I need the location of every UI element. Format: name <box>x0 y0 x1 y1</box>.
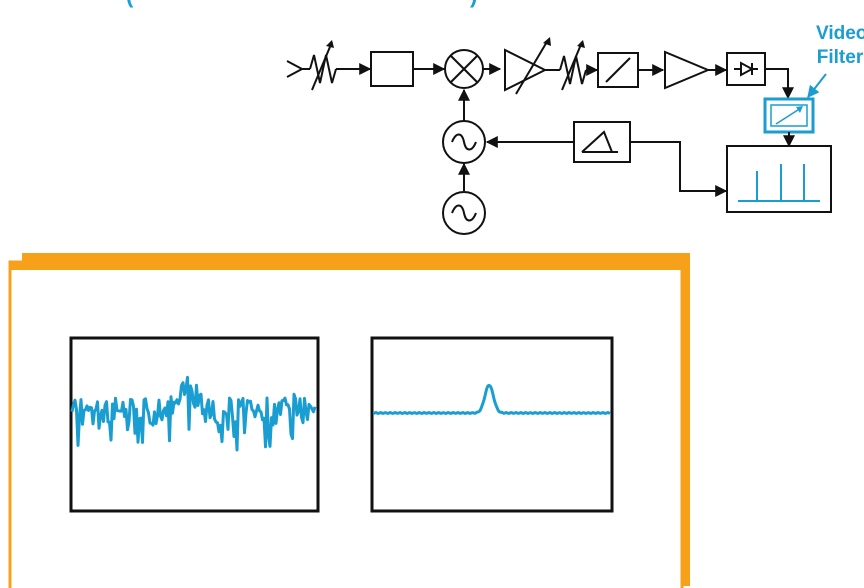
signal-line <box>630 141 728 197</box>
display-icon <box>726 145 832 213</box>
title-fragment-open: ( <box>126 0 133 7</box>
mixer-icon <box>444 49 484 89</box>
variable-filter-icon <box>597 52 639 88</box>
unfiltered-trace-screen <box>69 336 320 513</box>
variable-amplifier-icon <box>504 37 551 95</box>
video-filter-label-line2: Filter <box>816 47 864 68</box>
video-filter-label-line1: Video <box>816 23 864 44</box>
detector-diode-icon <box>726 52 766 86</box>
reference-oscillator-icon <box>442 191 486 235</box>
video-filter-label: Video Filter <box>816 22 864 70</box>
signal-line <box>765 68 794 100</box>
filter-box-icon <box>370 51 414 87</box>
ramp-generator-icon <box>573 121 631 163</box>
filtered-trace <box>372 383 611 415</box>
variable-attenuator-icon <box>309 40 337 91</box>
amplifier-icon <box>664 50 711 90</box>
unfiltered-trace <box>70 375 317 452</box>
title-fragment-close: ) <box>470 0 477 7</box>
variable-attenuator-icon <box>559 40 587 91</box>
oscillator-icon <box>442 120 486 164</box>
video-filter-icon <box>763 97 815 134</box>
video-filter-pointer <box>807 73 827 98</box>
filtered-trace-screen <box>370 336 614 513</box>
antenna-icon <box>286 60 310 78</box>
